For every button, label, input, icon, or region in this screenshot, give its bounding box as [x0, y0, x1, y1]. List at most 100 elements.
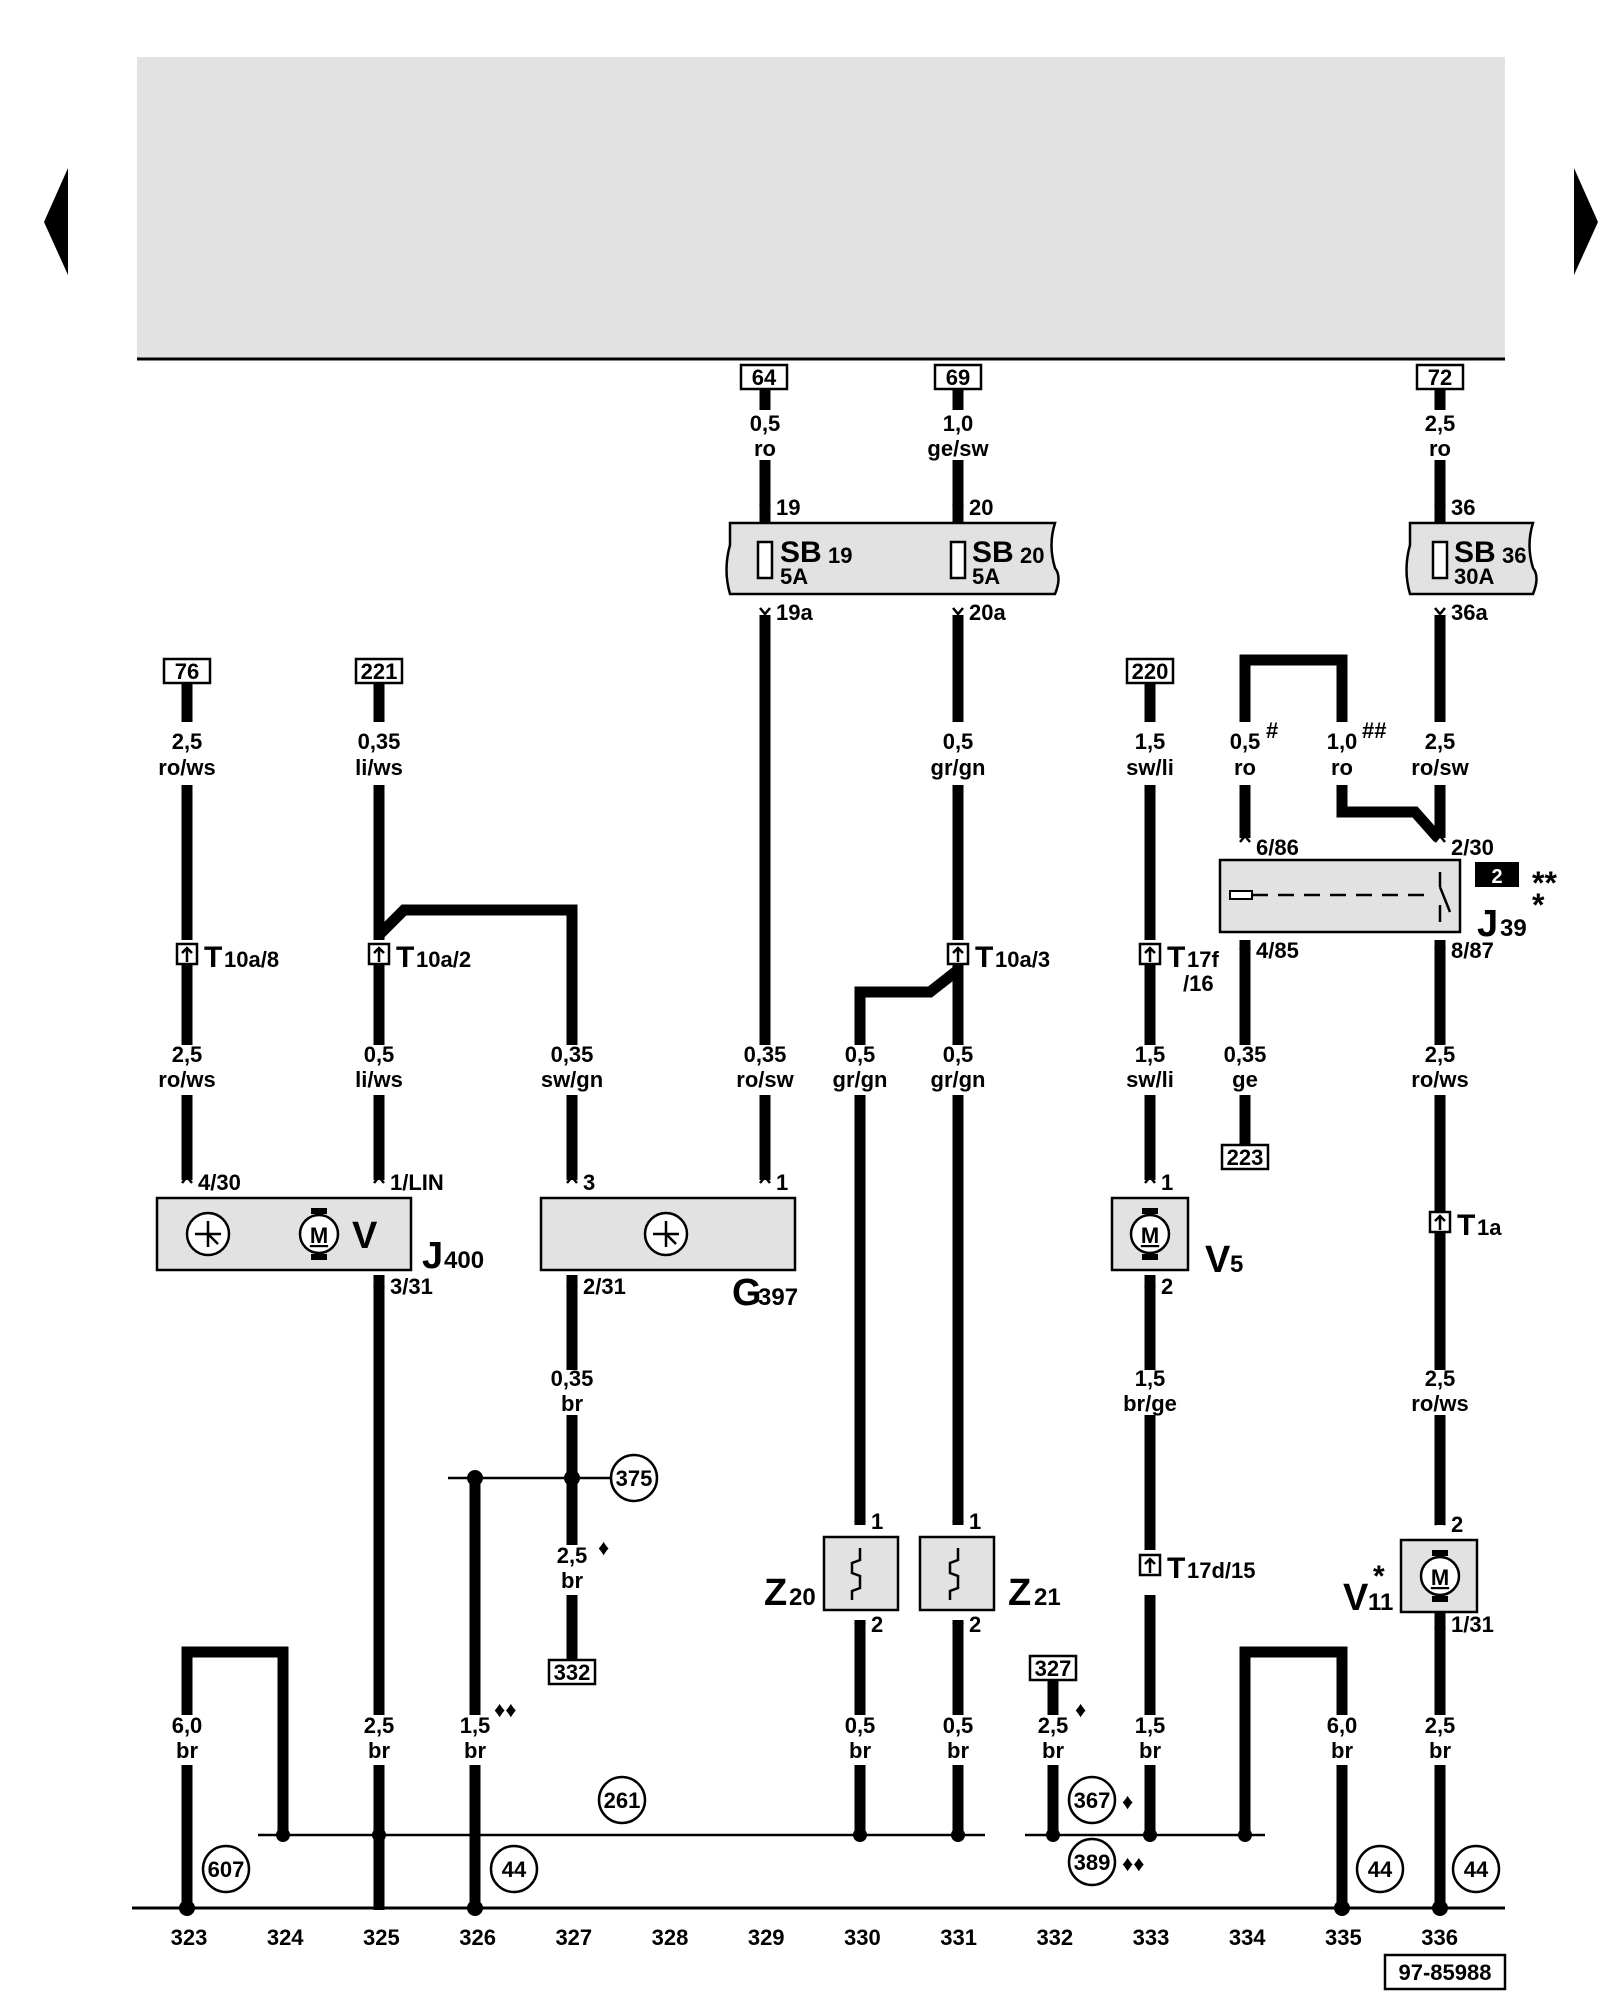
connector-arrows [181, 946, 1446, 1573]
svg-text:T: T [1167, 1552, 1185, 1585]
washer-jet-heater-z21: Z 21 [918, 1535, 1061, 1614]
ground-busses [132, 1476, 1505, 1910]
svg-text:ro/sw: ro/sw [736, 1067, 794, 1092]
svg-text:36: 36 [1502, 543, 1526, 568]
svg-text:10a/8: 10a/8 [224, 947, 279, 972]
coord-label: 333 [1133, 1925, 1170, 1950]
svg-text:2: 2 [1161, 1274, 1173, 1299]
coord-label: 334 [1229, 1925, 1266, 1950]
svg-text:1,5: 1,5 [460, 1713, 491, 1738]
ground-ref-44-335: 44 [1355, 1844, 1405, 1894]
svg-text:1a: 1a [1477, 1215, 1502, 1240]
svg-text:20: 20 [969, 495, 993, 520]
svg-text:V: V [1343, 1577, 1369, 1619]
svg-text:397: 397 [758, 1284, 798, 1311]
pin-arrows [181, 498, 1446, 1635]
svg-text:332: 332 [554, 1660, 591, 1685]
fuse-holder-area [137, 57, 1505, 359]
junction-dots [179, 1470, 1448, 1916]
svg-text:br: br [1331, 1738, 1353, 1763]
svg-text:69: 69 [946, 365, 970, 390]
svg-text:2/30: 2/30 [1451, 835, 1494, 860]
svg-text:/16: /16 [1183, 971, 1214, 996]
svg-text:0,5: 0,5 [943, 1042, 974, 1067]
svg-text:*: * [1532, 887, 1545, 923]
svg-text:44: 44 [1368, 1857, 1393, 1882]
svg-text:ge: ge [1232, 1067, 1258, 1092]
svg-text:2,5: 2,5 [1425, 729, 1456, 754]
ref-box-76: 76 [162, 657, 212, 685]
svg-text:J: J [422, 1235, 443, 1277]
svg-text:V: V [352, 1215, 378, 1257]
svg-text:36: 36 [1451, 495, 1475, 520]
coord-label: 330 [844, 1925, 881, 1950]
svg-text:ro/ws: ro/ws [158, 755, 215, 780]
ground-ref-44-336: 44 [1451, 1844, 1501, 1894]
svg-text:2,5: 2,5 [1425, 1366, 1456, 1391]
washer-jet-heater-z20: Z 20 [764, 1535, 900, 1614]
svg-text:br: br [849, 1738, 871, 1763]
svg-text:11: 11 [1368, 1589, 1393, 1616]
svg-text:375: 375 [616, 1466, 653, 1491]
svg-text:400: 400 [444, 1247, 484, 1274]
svg-text:ge/sw: ge/sw [927, 436, 989, 461]
wiper-motor-control-unit-j400: M V J 400 [155, 1196, 484, 1277]
svg-text:2,5: 2,5 [1425, 411, 1456, 436]
svg-text:6/86: 6/86 [1256, 835, 1299, 860]
svg-text:4/85: 4/85 [1256, 938, 1299, 963]
svg-text:64: 64 [752, 365, 777, 390]
svg-text:1: 1 [776, 1170, 788, 1195]
triangle-left-icon[interactable] [44, 168, 68, 275]
svg-text:19: 19 [776, 495, 800, 520]
svg-text:0,5: 0,5 [364, 1042, 395, 1067]
triangle-right-icon[interactable] [1574, 168, 1598, 275]
svg-text:ro: ro [1429, 436, 1451, 461]
svg-text:*: * [1373, 1560, 1385, 1593]
svg-text:ro/ws: ro/ws [158, 1067, 215, 1092]
svg-text:T: T [1457, 1209, 1475, 1242]
coord-label: 325 [363, 1925, 400, 1950]
pin-labels: 19 19a 20 20a 36 36a 6/86 2/30 4/85 8/87… [198, 495, 1494, 1637]
svg-text:2: 2 [969, 1612, 981, 1637]
svg-text:##: ## [1362, 718, 1386, 743]
svg-text:39: 39 [1500, 915, 1527, 942]
svg-text:V: V [1205, 1239, 1231, 1281]
svg-text:2: 2 [1491, 866, 1502, 888]
ground-ref-44-326: 44 [489, 1844, 539, 1894]
svg-text:br: br [1139, 1738, 1161, 1763]
rain-sensor-g397: G 397 [539, 1196, 798, 1314]
headlight-washer-pump-v11: M V 11 * [1343, 1538, 1479, 1619]
svg-text:3: 3 [583, 1170, 595, 1195]
motor-symbol-j400: M [310, 1223, 328, 1248]
svg-text:97-85988: 97-85988 [1399, 1960, 1492, 1985]
wires [181, 390, 1446, 1910]
ref-box-332: 332 [547, 1658, 597, 1686]
coord-label: 327 [555, 1925, 592, 1950]
svg-text:3/31: 3/31 [390, 1274, 433, 1299]
svg-text:10a/3: 10a/3 [995, 947, 1050, 972]
svg-text:T: T [975, 941, 993, 974]
svg-text:1,0: 1,0 [943, 411, 974, 436]
svg-text:ro/sw: ro/sw [1411, 755, 1469, 780]
svg-text:T: T [204, 941, 222, 974]
svg-text:223: 223 [1227, 1145, 1264, 1170]
svg-text:li/ws: li/ws [355, 1067, 403, 1092]
svg-text:G: G [732, 1272, 762, 1314]
svg-text:sw/li: sw/li [1126, 1067, 1174, 1092]
svg-text:li/ws: li/ws [355, 755, 403, 780]
fuse-sb36: SB 36 30A [1405, 521, 1538, 596]
svg-text:br: br [947, 1738, 969, 1763]
svg-text:SB: SB [972, 536, 1014, 569]
ground-ref-389: 389 [1067, 1837, 1117, 1887]
svg-text:1,5: 1,5 [1135, 1366, 1166, 1391]
svg-text:6,0: 6,0 [172, 1713, 203, 1738]
svg-text:19a: 19a [776, 600, 813, 625]
svg-text:ro/ws: ro/ws [1411, 1391, 1468, 1416]
svg-text:0,5: 0,5 [750, 411, 781, 436]
svg-text:♦♦: ♦♦ [494, 1697, 516, 1722]
svg-text:br: br [1429, 1738, 1451, 1763]
svg-text:1: 1 [969, 1509, 981, 1534]
